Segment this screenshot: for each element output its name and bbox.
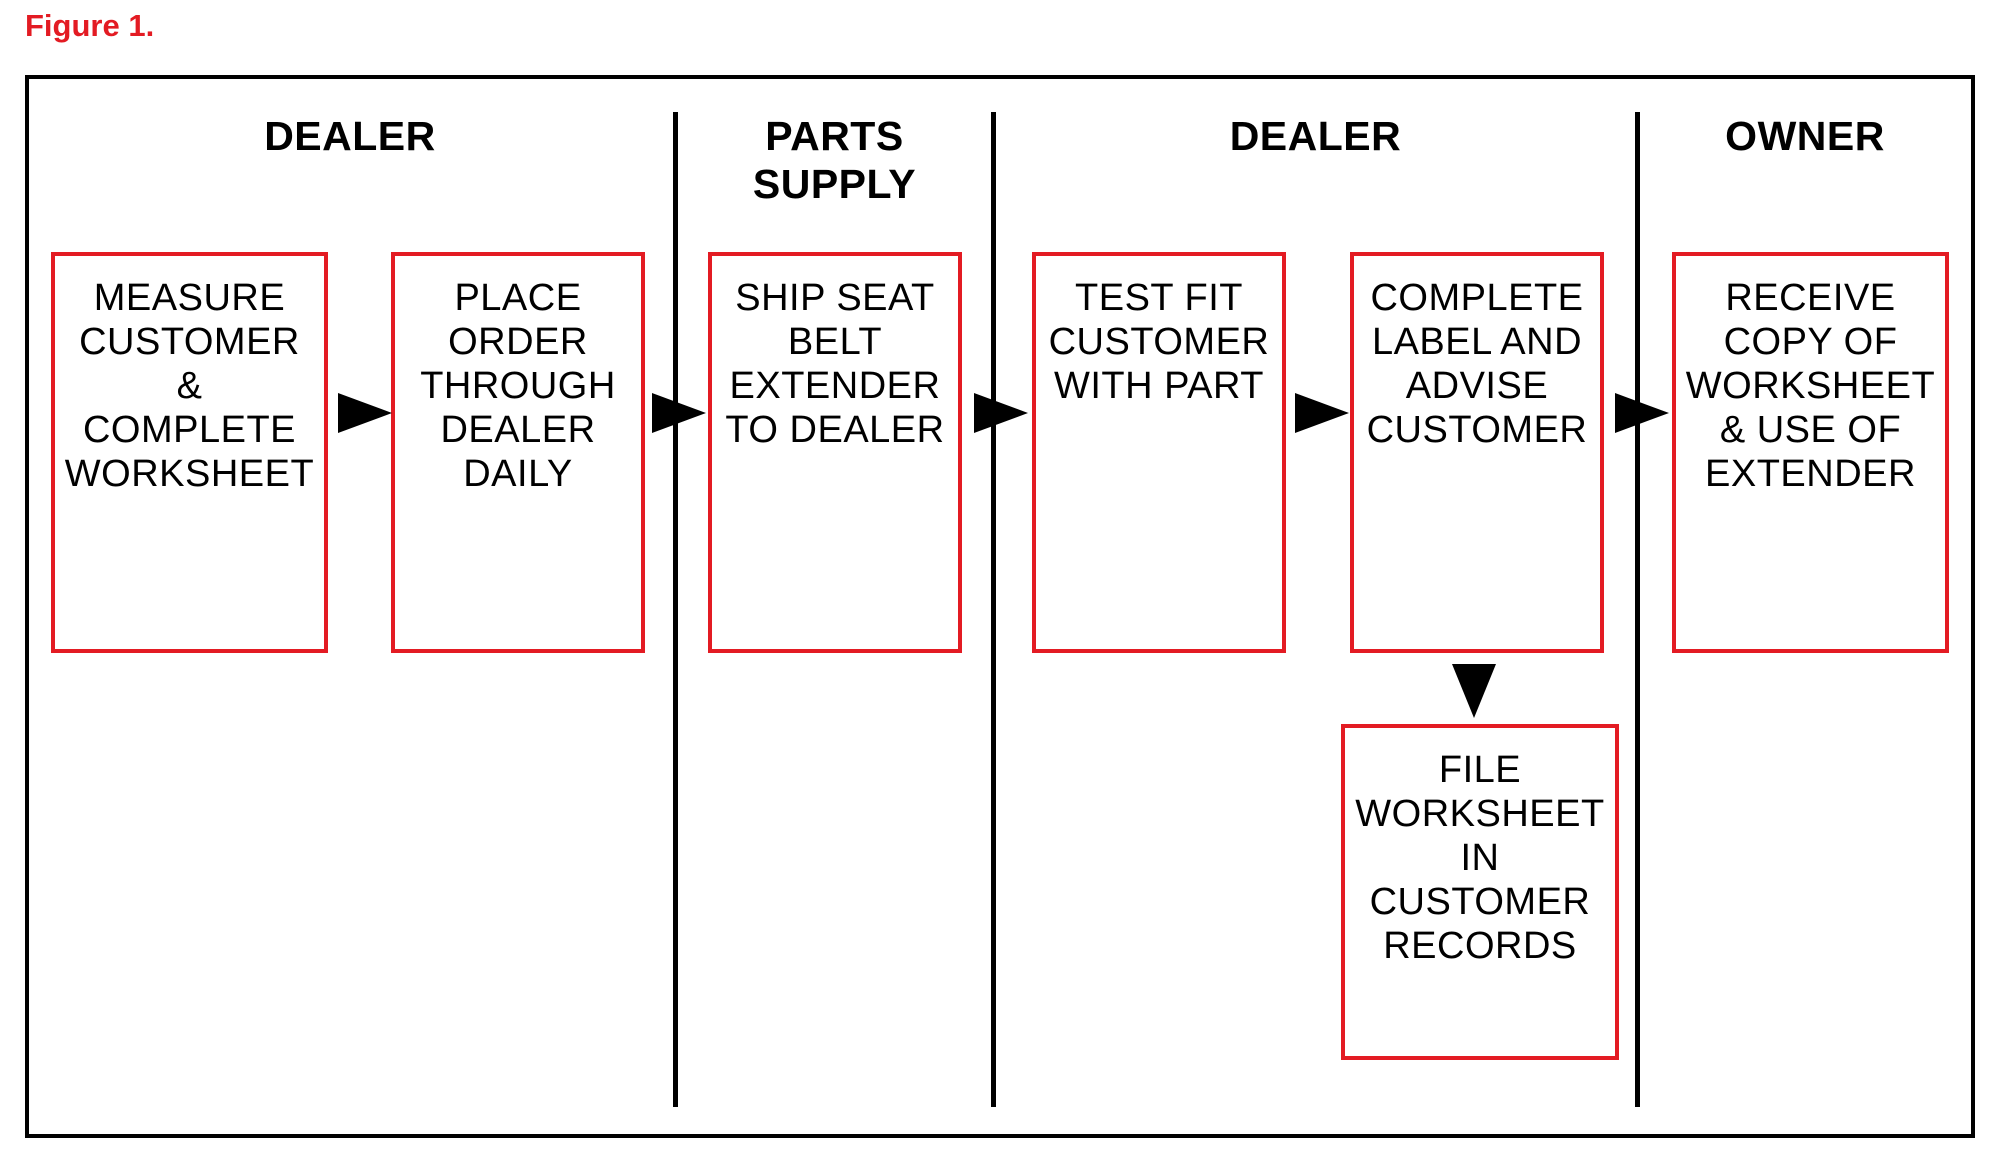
lane-divider xyxy=(1635,112,1640,1107)
step-place-order: PLACE ORDER THROUGH DEALER DAILY xyxy=(391,252,645,653)
arrow-right-icon xyxy=(652,393,706,433)
lane-divider xyxy=(673,112,678,1107)
diagram-frame xyxy=(25,75,1975,1138)
step-measure-customer: MEASURE CUSTOMER & COMPLETE WORKSHEET xyxy=(51,252,328,653)
lane-title-parts-supply: PARTS SUPPLY xyxy=(752,113,917,207)
step-ship-extender: SHIP SEAT BELT EXTENDER TO DEALER xyxy=(708,252,962,653)
lane-title-dealer-2: DEALER xyxy=(1229,113,1402,159)
step-complete-label: COMPLETE LABEL AND ADVISE CUSTOMER xyxy=(1350,252,1604,653)
arrow-right-icon xyxy=(974,393,1028,433)
arrow-down-icon xyxy=(1452,664,1496,718)
arrow-right-icon xyxy=(338,393,392,433)
arrow-right-icon xyxy=(1295,393,1349,433)
step-file-worksheet: FILE WORKSHEET IN CUSTOMER RECORDS xyxy=(1341,724,1619,1060)
figure-label: Figure 1. xyxy=(25,8,155,43)
step-receive-copy: RECEIVE COPY OF WORKSHEET & USE OF EXTEN… xyxy=(1672,252,1949,653)
lane-title-dealer: DEALER xyxy=(264,113,436,159)
arrow-right-icon xyxy=(1615,393,1669,433)
lane-title-owner: OWNER xyxy=(1725,113,1885,159)
step-test-fit: TEST FIT CUSTOMER WITH PART xyxy=(1032,252,1286,653)
lane-divider xyxy=(991,112,996,1107)
